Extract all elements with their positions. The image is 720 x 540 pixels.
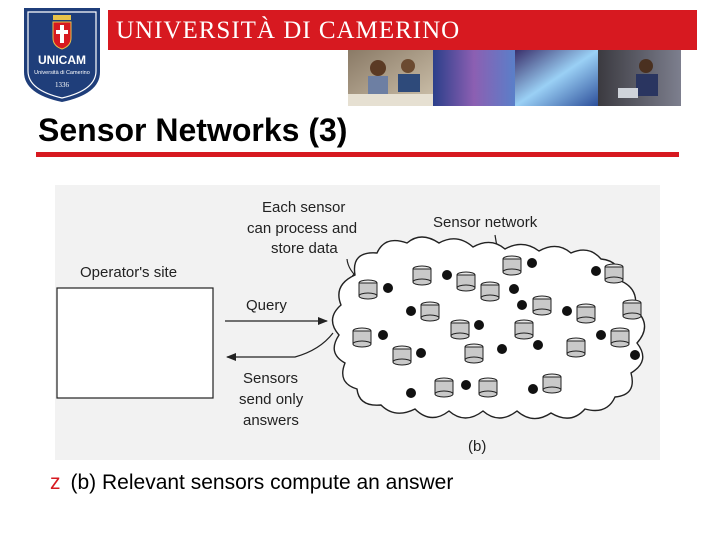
sensor-node bbox=[514, 319, 534, 340]
processor-dot bbox=[596, 330, 606, 340]
bullet-text: (b) Relevant sensors compute an answer bbox=[70, 471, 454, 494]
sensor-node bbox=[450, 319, 470, 340]
processor-dot bbox=[630, 350, 640, 360]
sensor-node bbox=[622, 299, 642, 320]
processor-dot bbox=[416, 348, 426, 358]
logo-subtitle: Università di Camerino bbox=[34, 70, 90, 76]
bullet-marker: z bbox=[50, 471, 61, 494]
sensor-node bbox=[532, 295, 552, 316]
processor-dot bbox=[461, 380, 471, 390]
processor-dot bbox=[378, 330, 388, 340]
coat-of-arms-icon bbox=[52, 15, 72, 50]
header-banner bbox=[108, 10, 697, 50]
sensor-node bbox=[412, 265, 432, 286]
sensor-node bbox=[464, 343, 484, 364]
sensor-node bbox=[434, 377, 454, 398]
answers-label-line-2: send only bbox=[239, 391, 304, 408]
sensor-network-cloud bbox=[331, 236, 646, 420]
processor-dot bbox=[562, 306, 572, 316]
each-sensor-label-line-3: store data bbox=[271, 240, 338, 257]
sensor-node bbox=[456, 271, 476, 292]
processor-dot bbox=[442, 270, 452, 280]
diagram-caption: (b) bbox=[468, 438, 486, 455]
sensor-network-diagram: Operator's site Query Sensors send only … bbox=[55, 185, 660, 460]
sensor-node bbox=[604, 263, 624, 284]
query-label: Query bbox=[246, 297, 287, 314]
logo-name: UNICAM bbox=[38, 53, 86, 67]
processor-dot bbox=[527, 258, 537, 268]
logo-year: 1336 bbox=[55, 81, 70, 89]
each-sensor-label-line-1: Each sensor bbox=[262, 199, 345, 216]
sensor-node bbox=[610, 327, 630, 348]
sensor-node bbox=[392, 345, 412, 366]
sensor-network-label: Sensor network bbox=[433, 214, 538, 231]
answers-label-line-3: answers bbox=[243, 412, 299, 429]
processor-dot bbox=[591, 266, 601, 276]
processor-dot bbox=[406, 306, 416, 316]
processor-dot bbox=[517, 300, 527, 310]
sensor-node bbox=[478, 377, 498, 398]
sensor-node bbox=[502, 255, 522, 276]
header-photo-strip bbox=[348, 50, 681, 106]
sensor-node bbox=[480, 281, 500, 302]
sensor-node bbox=[566, 337, 586, 358]
slide-title: Sensor Networks (3) bbox=[38, 112, 348, 148]
processor-dot bbox=[497, 344, 507, 354]
processor-dots bbox=[378, 258, 640, 398]
laser-photo bbox=[515, 50, 598, 106]
sensor-node bbox=[576, 303, 596, 324]
sensor-nodes bbox=[352, 255, 642, 398]
lab-photo bbox=[433, 50, 515, 106]
processor-dot bbox=[383, 283, 393, 293]
banner-title: UNIVERSITÀ DI CAMERINO bbox=[116, 17, 461, 44]
each-sensor-label-line-2: can process and bbox=[247, 220, 357, 237]
sensor-node bbox=[420, 301, 440, 322]
operator-site-label: Operator's site bbox=[80, 264, 177, 281]
processor-dot bbox=[509, 284, 519, 294]
processor-dot bbox=[406, 388, 416, 398]
answers-label-line-1: Sensors bbox=[243, 370, 298, 387]
operator-site-box bbox=[56, 287, 214, 399]
bullet-item: z (b) Relevant sensors compute an answer bbox=[50, 468, 453, 498]
title-underline bbox=[36, 152, 679, 157]
processor-dot bbox=[474, 320, 484, 330]
processor-dot bbox=[533, 340, 543, 350]
unicam-logo-shield: UNICAM Università di Camerino 1336 bbox=[24, 8, 100, 102]
answer-arrow bbox=[226, 332, 334, 361]
sensor-node bbox=[358, 279, 378, 300]
processor-dot bbox=[528, 384, 538, 394]
sensor-node bbox=[542, 373, 562, 394]
sensor-node bbox=[352, 327, 372, 348]
